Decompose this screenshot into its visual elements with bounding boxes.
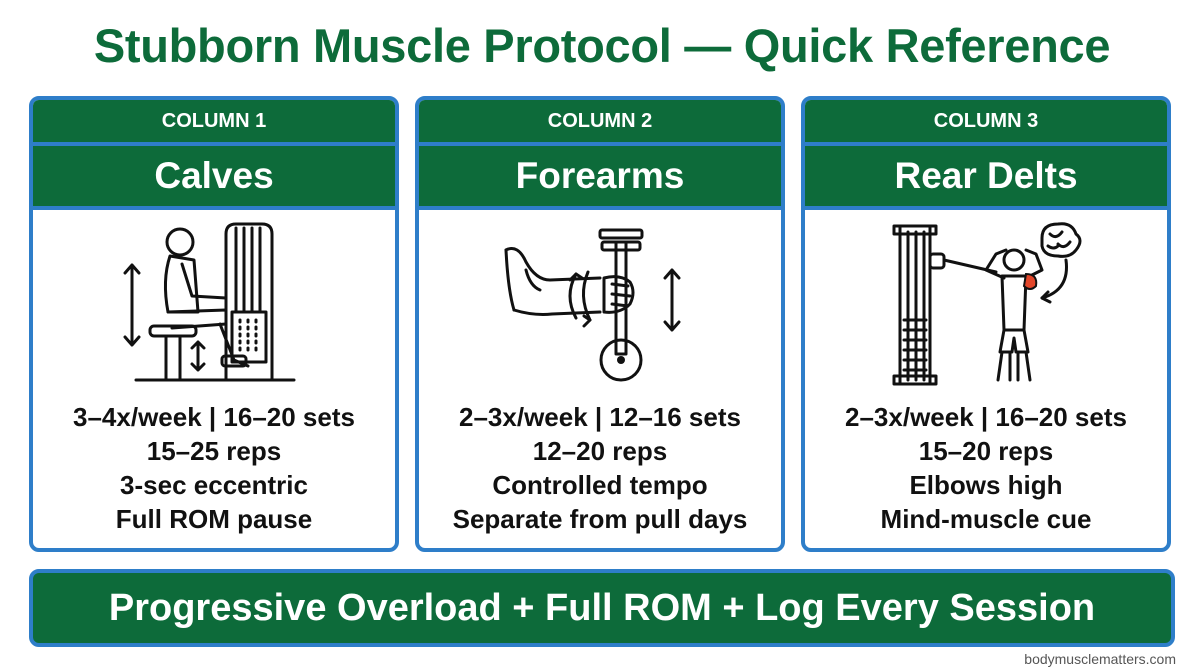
reps: 15–25 reps — [146, 436, 282, 466]
cue-2: Full ROM pause — [115, 504, 313, 534]
cue-1: Elbows high — [909, 470, 1063, 500]
column-label: COLUMN 1 — [33, 100, 395, 146]
column-title: Rear Delts — [805, 146, 1167, 210]
column-rear-delts: COLUMN 3 Rear Delts 2–3x/week | 16–20 se… — [801, 96, 1171, 552]
seated-calf-raise-machine-icon — [123, 222, 296, 382]
column-details: 2–3x/week | 16–20 sets 15–20 reps Elbows… — [805, 400, 1167, 536]
wrist-roller-curl-icon — [504, 228, 681, 382]
frequency-sets: 3–4x/week | 16–20 sets — [73, 402, 355, 432]
frequency-sets: 2–3x/week | 16–20 sets — [845, 402, 1127, 432]
frequency-sets: 2–3x/week | 12–16 sets — [459, 402, 741, 432]
source-credit: bodymusclematters.com — [1024, 651, 1176, 667]
cue-2: Separate from pull days — [452, 504, 748, 534]
column-label: COLUMN 3 — [805, 100, 1167, 146]
cue-1: 3-sec eccentric — [120, 470, 308, 500]
column-details: 3–4x/week | 16–20 sets 15–25 reps 3-sec … — [33, 400, 395, 536]
summary-banner: Progressive Overload + Full ROM + Log Ev… — [29, 569, 1175, 647]
cue-2: Mind-muscle cue — [880, 504, 1092, 534]
column-label: COLUMN 2 — [419, 100, 781, 146]
column-title: Forearms — [419, 146, 781, 210]
column-forearms: COLUMN 2 Forearms 2–3x/week | 12–16 sets… — [415, 96, 785, 552]
reps: 12–20 reps — [532, 436, 668, 466]
column-calves: COLUMN 1 Calves 3–4x/week | 16–20 sets 1… — [29, 96, 399, 552]
cable-face-pull-icon — [892, 222, 1082, 386]
column-title: Calves — [33, 146, 395, 210]
reps: 15–20 reps — [918, 436, 1054, 466]
page-title: Stubborn Muscle Protocol — Quick Referen… — [93, 19, 1111, 72]
cue-1: Controlled tempo — [492, 470, 708, 500]
column-details: 2–3x/week | 12–16 sets 12–20 reps Contro… — [419, 400, 781, 536]
